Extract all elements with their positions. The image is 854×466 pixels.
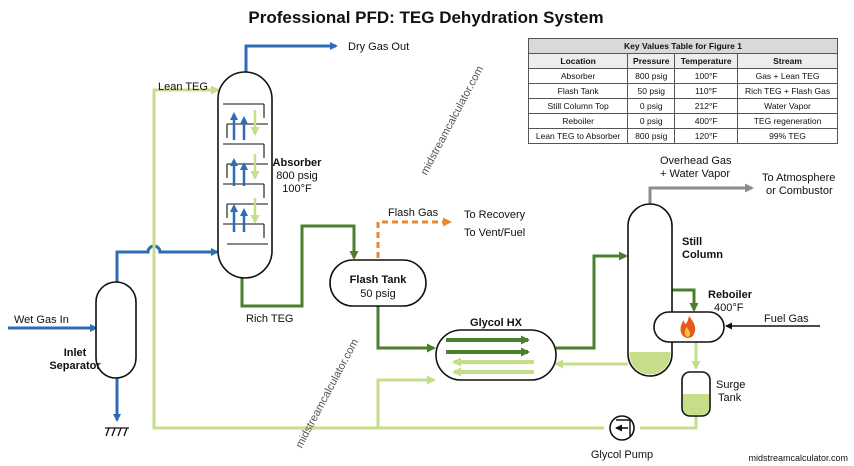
flash-gas-label: Flash Gas xyxy=(388,207,439,219)
pump-icon xyxy=(609,415,635,441)
cell-stream: Rich TEG + Flash Gas xyxy=(737,83,838,99)
watermark-lower: midstreamcalculator.com xyxy=(293,337,361,450)
rich-teg-line xyxy=(240,224,359,308)
rich-teg-label: Rich TEG xyxy=(246,313,293,325)
flash-gas-line xyxy=(376,217,452,258)
to-recovery-label: To Recovery xyxy=(464,209,526,221)
reboiler-name: Reboiler xyxy=(708,289,753,301)
cell-location: Flash Tank xyxy=(527,83,629,99)
surge-to-pump-line xyxy=(640,416,698,430)
surge-tank-label-1: Surge xyxy=(716,379,745,391)
watermark-upper: midstreamcalculator.com xyxy=(418,64,486,177)
fuel-gas-label: Fuel Gas xyxy=(764,313,809,325)
absorber-flow-arrows xyxy=(230,110,260,232)
cell-location: Lean TEG to Absorber xyxy=(527,128,629,144)
cell-stream: 99% TEG xyxy=(737,128,838,144)
inlet-separator-vessel xyxy=(95,281,137,379)
cell-temperature: 100°F xyxy=(674,68,739,84)
cell-pressure: 800 psig xyxy=(627,128,676,144)
flash-to-hx-line xyxy=(376,306,436,353)
flame-icon xyxy=(680,316,696,338)
still-column xyxy=(627,203,673,377)
glycol-hx xyxy=(435,329,557,381)
cell-stream: TEG regeneration xyxy=(737,113,838,129)
absorber-name: Absorber xyxy=(273,157,323,169)
footer-watermark: midstreamcalculator.com xyxy=(748,453,848,463)
cell-pressure: 0 psig xyxy=(627,113,676,129)
reboiler-temperature: 400°F xyxy=(714,302,744,314)
inlet-separator-label-1: Inlet xyxy=(64,347,87,359)
hx-to-still-line xyxy=(556,251,628,350)
absorber-pressure: 800 psig xyxy=(276,170,318,182)
table-row: Reboiler 0 psig 400°F TEG regeneration xyxy=(527,113,838,129)
cell-pressure: 0 psig xyxy=(627,98,676,114)
still-to-reboiler-line xyxy=(670,288,699,312)
key-values-table: Key Values Table for Figure 1 Location P… xyxy=(527,38,838,144)
table-row: Absorber 800 psig 100°F Gas + Lean TEG xyxy=(527,68,838,84)
cell-temperature: 212°F xyxy=(674,98,739,114)
table-row: Still Column Top 0 psig 212°F Water Vapo… xyxy=(527,98,838,114)
overhead-gas-label-2: + Water Vapor xyxy=(660,168,730,180)
wet-gas-in-label: Wet Gas In xyxy=(14,314,69,326)
ground-icon xyxy=(105,427,129,437)
page-title: Professional PFD: TEG Dehydration System xyxy=(248,8,603,27)
surge-tank-label-2: Tank xyxy=(718,392,742,404)
overhead-vapor-line xyxy=(648,183,754,204)
to-atmosphere-label-2: or Combustor xyxy=(766,185,833,197)
cell-pressure: 50 psig xyxy=(627,83,676,99)
still-column-label-1: Still xyxy=(682,236,702,248)
header-pressure: Pressure xyxy=(627,53,676,69)
to-vent-fuel-label: To Vent/Fuel xyxy=(464,227,525,239)
glycol-hx-label: Glycol HX xyxy=(470,317,523,329)
lean-teg-branch xyxy=(376,375,436,428)
to-atmosphere-label-1: To Atmosphere xyxy=(762,172,835,184)
table-caption: Key Values Table for Figure 1 xyxy=(528,38,838,54)
header-stream: Stream xyxy=(737,53,838,69)
header-temperature: Temperature xyxy=(674,53,739,69)
surge-tank xyxy=(681,371,711,417)
still-column-label-2: Column xyxy=(682,249,723,261)
cell-temperature: 400°F xyxy=(674,113,739,129)
absorber-temperature: 100°F xyxy=(282,183,312,195)
inlet-separator-label-2: Separator xyxy=(49,360,101,372)
cell-location: Still Column Top xyxy=(527,98,629,114)
flash-tank-pressure: 50 psig xyxy=(360,288,395,300)
flash-tank-name: Flash Tank xyxy=(350,274,408,286)
glycol-pump-label: Glycol Pump xyxy=(591,449,653,461)
table-row: Lean TEG to Absorber 800 psig 120°F 99% … xyxy=(527,128,838,144)
overhead-gas-label-1: Overhead Gas xyxy=(660,155,732,167)
cell-location: Reboiler xyxy=(527,113,629,129)
dry-gas-out-label: Dry Gas Out xyxy=(348,41,409,53)
flash-tank-vessel xyxy=(329,259,427,307)
cell-temperature: 120°F xyxy=(674,128,739,144)
cell-stream: Gas + Lean TEG xyxy=(737,68,838,84)
cell-location: Absorber xyxy=(527,68,629,84)
cell-stream: Water Vapor xyxy=(737,98,838,114)
table-row: Flash Tank 50 psig 110°F Rich TEG + Flas… xyxy=(527,83,838,99)
dry-gas-line xyxy=(244,42,338,78)
cell-pressure: 800 psig xyxy=(627,68,676,84)
lean-teg-label: Lean TEG xyxy=(158,81,208,93)
separator-gas-line xyxy=(115,244,219,285)
cell-temperature: 110°F xyxy=(674,83,739,99)
header-location: Location xyxy=(527,53,629,69)
